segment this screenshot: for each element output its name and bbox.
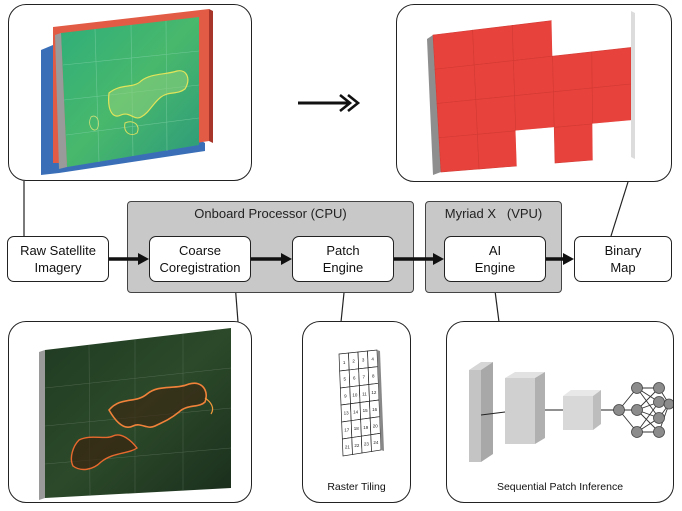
raster-tile-number: 24 (373, 440, 379, 445)
raster-tile-number: 15 (363, 408, 369, 413)
raster-tile-number: 14 (353, 409, 359, 414)
patch-node-line2: Engine (322, 260, 364, 275)
raster-tile-number: 22 (354, 443, 360, 448)
ai-node-line1: AI (488, 243, 502, 258)
raster-tile-number: 3 (362, 358, 365, 363)
raster-tile-number: 11 (362, 391, 367, 396)
raster-tile-number: 5 (343, 377, 346, 382)
neural-network-diagram (469, 362, 673, 462)
coarse-coregistration-node: Coarse Coregistration (149, 236, 251, 282)
raster-tiling-caption: Raster Tiling (327, 481, 386, 493)
raw-node-line1: Raw Satellite (20, 243, 96, 258)
binary-node-line2: Map (610, 260, 636, 275)
patch-engine-node: Patch Engine (292, 236, 394, 282)
raster-tile-number: 19 (363, 425, 369, 430)
raster-tile-number: 10 (352, 392, 358, 397)
ai-node-line2: Engine (474, 260, 516, 275)
inference-caption: Sequential Patch Inference (496, 481, 624, 493)
raw-satellite-imagery-node: Raw Satellite Imagery (7, 236, 109, 282)
coarse-node-line2: Coregistration (159, 260, 241, 275)
raster-tile-number: 4 (371, 357, 374, 362)
raster-tile-number: 9 (344, 394, 347, 399)
patch-inference-panel: Sequential Patch Inference (446, 321, 674, 503)
ai-engine-node: AI Engine (444, 236, 546, 282)
cpu-group-title: Onboard Processor (CPU) (194, 206, 347, 221)
raster-tile-number: 21 (345, 445, 351, 450)
binary-map-image (427, 10, 635, 175)
raster-tile-number: 12 (371, 390, 377, 395)
raster-tile-number: 13 (344, 411, 350, 416)
raster-tile-number: 2 (352, 359, 355, 364)
raster-tile-number: 1 (343, 360, 346, 365)
coregistered-image-panel (8, 321, 252, 503)
raster-tile-number: 6 (353, 376, 356, 381)
coregistered-image (39, 328, 232, 500)
raster-tile-number: 17 (344, 428, 350, 433)
binary-node-line1: Binary (604, 243, 642, 258)
satellite-image-stack (41, 9, 213, 175)
raw-imagery-panel (8, 4, 252, 181)
raw-node-line2: Imagery (34, 260, 82, 275)
raster-tile-number: 8 (372, 373, 375, 378)
binary-map-panel (396, 4, 672, 182)
raster-tile-number: 7 (362, 374, 365, 379)
binary-map-node: Binary Map (574, 236, 672, 282)
vpu-group-title: Myriad X (VPU) (444, 206, 543, 221)
raster-tile-number: 20 (373, 423, 379, 428)
raster-tile-number: 18 (354, 426, 360, 431)
patch-node-line1: Patch (326, 243, 360, 258)
raster-tile-number: 16 (372, 407, 378, 412)
transform-arrow (298, 93, 361, 113)
coarse-node-line1: Coarse (179, 243, 221, 258)
raster-tile-number: 23 (364, 442, 370, 447)
